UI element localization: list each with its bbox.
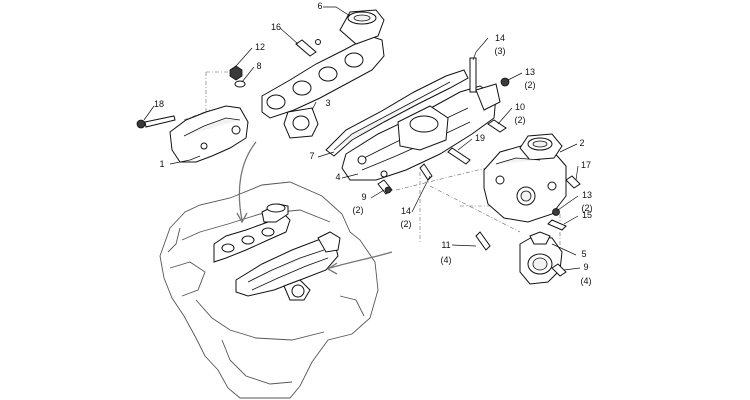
callout-3: 3 bbox=[325, 98, 330, 108]
callout-9-lower: 9 bbox=[583, 262, 588, 272]
leader-lines bbox=[143, 6, 581, 271]
callout-11: 11 bbox=[441, 240, 450, 250]
callout-10: 10 bbox=[515, 102, 525, 112]
stud-part-15 bbox=[547, 219, 567, 231]
callout-13-lower: 13 bbox=[582, 190, 592, 200]
gasket-part-3 bbox=[283, 107, 319, 139]
callout-15: 15 bbox=[582, 210, 592, 220]
bolt-part-9-lower bbox=[551, 263, 567, 277]
exhaust-manifold-part-6 bbox=[261, 9, 385, 119]
install-arrow-lower bbox=[329, 251, 393, 269]
install-arrow-upper bbox=[238, 141, 257, 221]
callout-10-qty: (2) bbox=[515, 115, 526, 125]
nut-part-13-lower bbox=[552, 208, 560, 216]
callout-14-upper: 14 bbox=[495, 33, 505, 43]
callout-14-upper-qty: (3) bbox=[495, 46, 506, 56]
intake-gasket-part-7 bbox=[325, 69, 469, 157]
bolt-part-11 bbox=[475, 231, 491, 251]
install-arrow-upper-head bbox=[236, 212, 248, 224]
callout-4: 4 bbox=[335, 172, 340, 182]
bolt-part-10 bbox=[487, 119, 507, 133]
callout-17: 17 bbox=[581, 160, 591, 170]
installed-intake-manifold bbox=[235, 231, 341, 301]
stud-part-19 bbox=[447, 147, 471, 165]
engine-outline bbox=[159, 181, 379, 399]
callout-16: 16 bbox=[271, 22, 281, 32]
callout-8: 8 bbox=[256, 61, 261, 71]
callout-19: 19 bbox=[475, 133, 485, 143]
stud-part-16 bbox=[295, 39, 317, 57]
callout-14-lower: 14 bbox=[401, 206, 411, 216]
bolt-part-18 bbox=[136, 115, 176, 129]
callout-9-lower-qty: (4) bbox=[581, 276, 592, 286]
stud-part-14-lower bbox=[419, 163, 433, 181]
callout-12: 12 bbox=[255, 42, 265, 52]
callout-2: 2 bbox=[579, 138, 584, 148]
callout-6: 6 bbox=[317, 1, 322, 11]
heat-shield-part-1 bbox=[169, 105, 249, 163]
washer-part-8 bbox=[234, 80, 246, 88]
callout-5: 5 bbox=[581, 249, 586, 259]
callout-11-qty: (4) bbox=[441, 255, 452, 265]
callout-9-upper-qty: (2) bbox=[353, 205, 364, 215]
callout-13-upper-qty: (2) bbox=[525, 80, 536, 90]
callout-13-upper: 13 bbox=[525, 67, 535, 77]
install-arrow-lower-head bbox=[326, 262, 338, 275]
nut-part-13-upper bbox=[500, 77, 510, 87]
callout-1: 1 bbox=[159, 159, 164, 169]
callout-9-upper: 9 bbox=[361, 192, 366, 202]
callout-7: 7 bbox=[309, 151, 314, 161]
nut-part-12 bbox=[229, 65, 243, 81]
installed-exhaust-manifold bbox=[213, 203, 291, 263]
callout-18: 18 bbox=[154, 99, 164, 109]
callout-13-lower-qty: (2) bbox=[582, 203, 593, 213]
throttle-housing-part-2 bbox=[483, 133, 567, 223]
callout-labels: 6 16 12 8 18 3 1 7 4 9 (2) 14 (3) 13 (2)… bbox=[154, 1, 593, 286]
intake-manifold-part-4 bbox=[341, 57, 501, 181]
callout-14-lower-qty: (2) bbox=[401, 219, 412, 229]
elbow-part-5 bbox=[519, 231, 563, 285]
stud-part-17 bbox=[565, 175, 581, 189]
bolt-part-9-upper bbox=[377, 179, 393, 195]
